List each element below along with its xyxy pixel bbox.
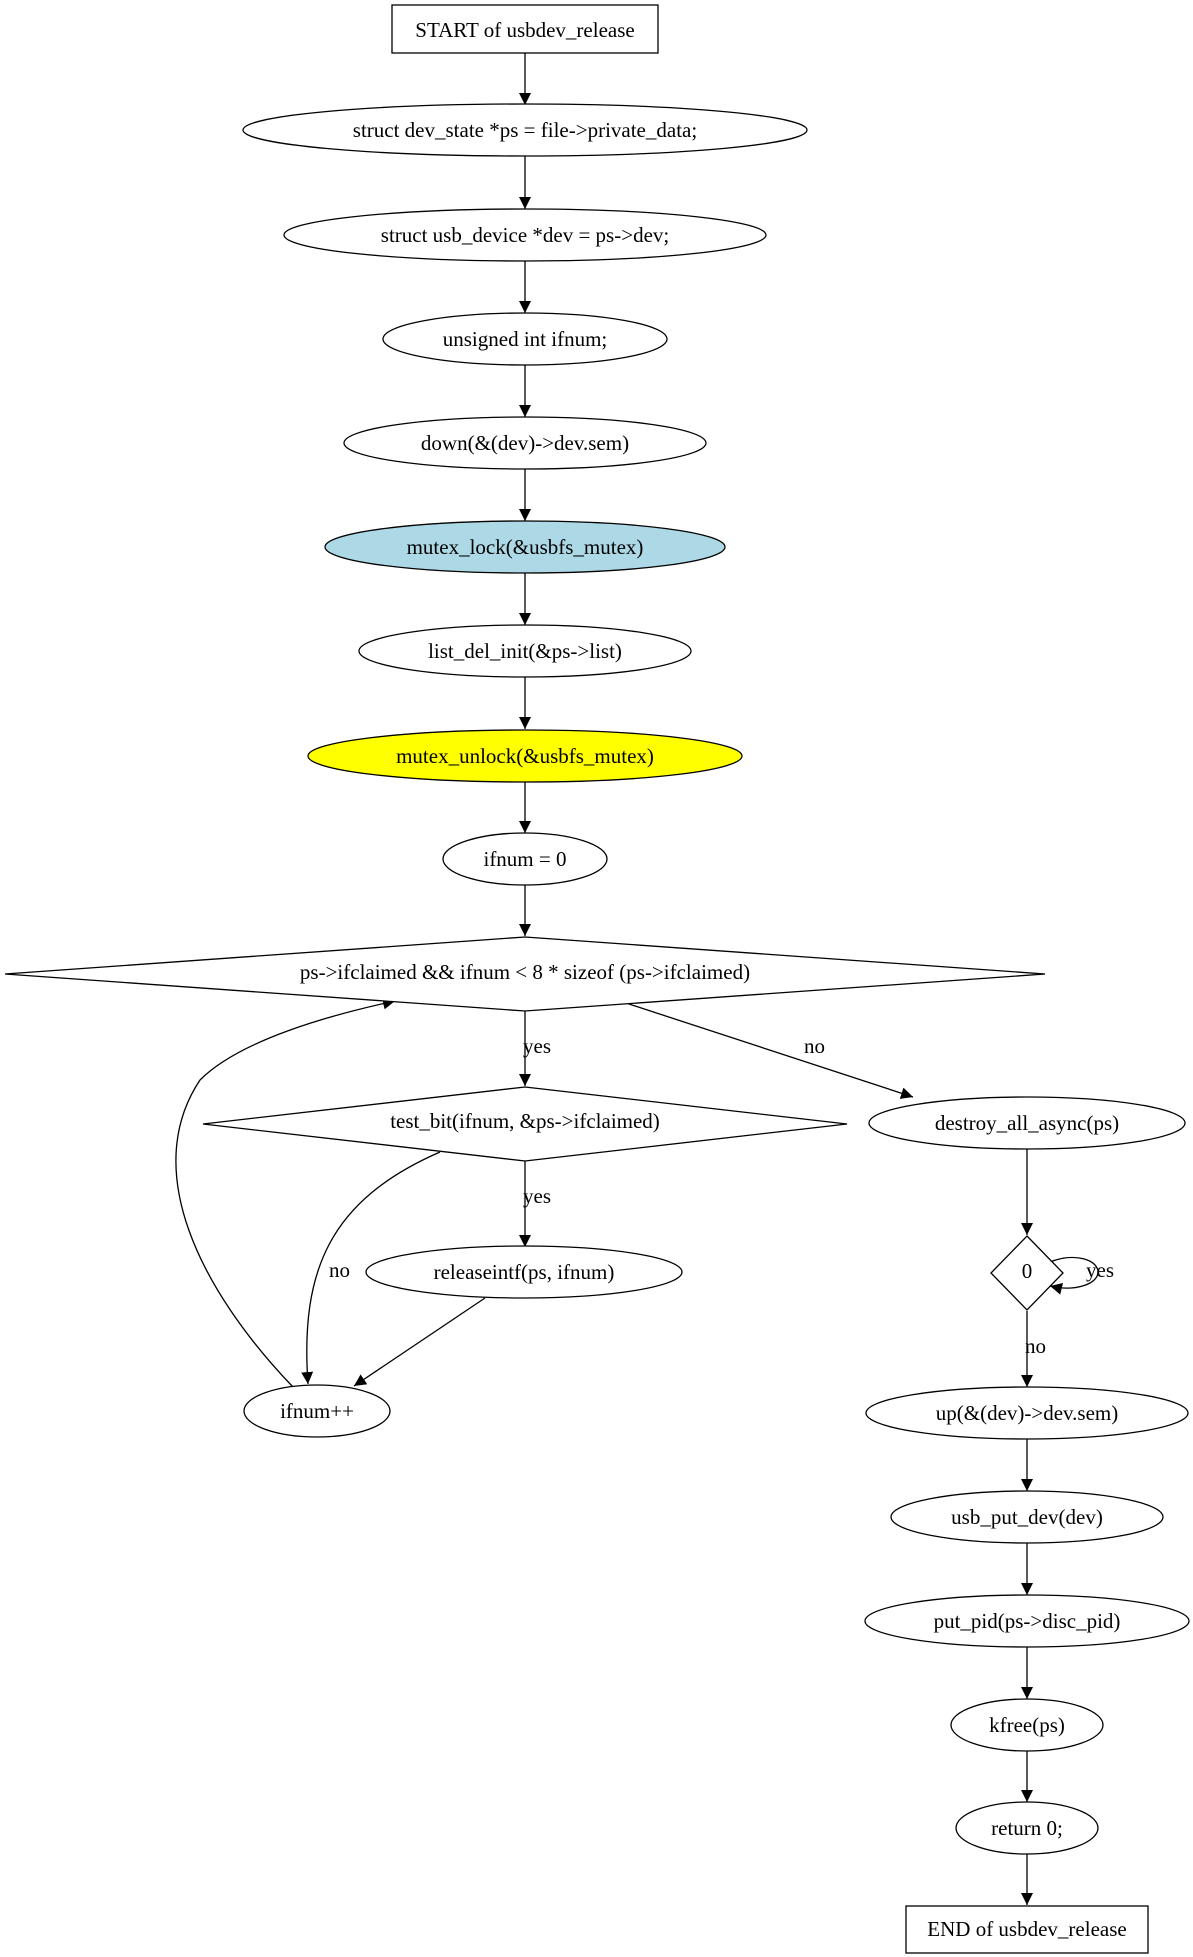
start-box [391,4,659,54]
ifnum-inc-ellipse [243,1384,391,1438]
return-label: return 0; [991,1816,1063,1840]
node-kfree: kfree(ps) [950,1698,1104,1752]
end-box [905,1905,1149,1954]
edge-label-test-no: no [329,1258,350,1282]
node-end: END of usbdev_release [905,1905,1149,1954]
mutex-lock-ellipse [324,520,726,574]
edge-label-loop-no: no [804,1034,825,1058]
edge-loop-cond-to-destroy-async [625,1002,914,1099]
ps-decl-ellipse [242,103,808,157]
edge-label-test-yes: yes [523,1184,551,1208]
down-label: down(&(dev)->dev.sem) [421,431,629,455]
edge-labels: yes no yes no yes no [329,1034,1114,1358]
destroy-async-ellipse [868,1096,1186,1150]
list-del-ellipse [358,624,692,678]
node-dev-decl: struct usb_device *dev = ps->dev; [283,208,767,262]
usb-put-dev-ellipse [890,1490,1164,1544]
list-del-label: list_del_init(&ps->list) [428,639,622,663]
kfree-label: kfree(ps) [989,1713,1065,1737]
zero-cond-diamond [990,1235,1064,1311]
dev-decl-label: struct usb_device *dev = ps->dev; [381,223,669,247]
node-mutex-unlock: mutex_unlock(&usbfs_mutex) [307,729,743,783]
up-label: up(&(dev)->dev.sem) [936,1401,1119,1425]
node-up: up(&(dev)->dev.sem) [865,1386,1189,1440]
end-label: END of usbdev_release [927,1917,1126,1941]
edge-ifnum-inc-to-loop-cond [175,997,396,1388]
mutex-lock-label: mutex_lock(&usbfs_mutex) [407,535,644,559]
ifnum-inc-label: ifnum++ [280,1399,354,1423]
usb-put-dev-label: usb_put_dev(dev) [951,1505,1103,1529]
ifnum-init-ellipse [442,832,608,886]
node-ifnum-inc: ifnum++ [243,1384,391,1438]
edge-label-zero-yes: yes [1086,1258,1114,1282]
node-start: START of usbdev_release [391,4,659,54]
ifnum-decl-label: unsigned int ifnum; [443,327,608,351]
up-ellipse [865,1386,1189,1440]
put-pid-label: put_pid(ps->disc_pid) [934,1609,1121,1633]
node-list-del: list_del_init(&ps->list) [358,624,692,678]
node-mutex-lock: mutex_lock(&usbfs_mutex) [324,520,726,574]
zero-cond-label: 0 [1022,1259,1033,1283]
node-put-pid: put_pid(ps->disc_pid) [864,1594,1190,1648]
destroy-async-label: destroy_all_async(ps) [935,1111,1119,1135]
test-bit-diamond [202,1086,848,1162]
dev-decl-ellipse [283,208,767,262]
loop-cond-label: ps->ifclaimed && ifnum < 8 * sizeof (ps-… [300,960,750,984]
ifnum-init-label: ifnum = 0 [483,847,566,871]
mutex-unlock-ellipse [307,729,743,783]
down-ellipse [343,416,707,470]
releaseintf-label: releaseintf(ps, ifnum) [434,1260,615,1284]
return-ellipse [955,1801,1099,1855]
node-return: return 0; [955,1801,1099,1855]
node-usb-put-dev: usb_put_dev(dev) [890,1490,1164,1544]
node-down: down(&(dev)->dev.sem) [343,416,707,470]
node-ifnum-decl: unsigned int ifnum; [382,312,668,366]
kfree-ellipse [950,1698,1104,1752]
test-bit-label: test_bit(ifnum, &ps->ifclaimed) [390,1109,660,1133]
node-ifnum-init: ifnum = 0 [442,832,608,886]
edge-label-zero-no: no [1025,1334,1046,1358]
node-zero-cond: 0 [990,1235,1064,1311]
node-releaseintf: releaseintf(ps, ifnum) [365,1245,683,1299]
ps-decl-label: struct dev_state *ps = file->private_dat… [353,118,697,142]
node-destroy-async: destroy_all_async(ps) [868,1096,1186,1150]
mutex-unlock-label: mutex_unlock(&usbfs_mutex) [396,744,654,768]
releaseintf-ellipse [365,1245,683,1299]
node-loop-cond: ps->ifclaimed && ifnum < 8 * sizeof (ps-… [4,936,1046,1012]
node-ps-decl: struct dev_state *ps = file->private_dat… [242,103,808,157]
edge-zero-cond-self-loop [1049,1256,1099,1295]
ifnum-decl-ellipse [382,312,668,366]
edge-releaseintf-to-ifnum-inc [353,1297,486,1387]
edges [175,53,1099,1905]
edge-test-bit-to-ifnum-inc [301,1151,441,1385]
put-pid-ellipse [864,1594,1190,1648]
node-test-bit: test_bit(ifnum, &ps->ifclaimed) [202,1086,848,1162]
loop-cond-diamond [4,936,1046,1012]
edge-label-loop-yes: yes [523,1034,551,1058]
start-label: START of usbdev_release [415,18,634,42]
